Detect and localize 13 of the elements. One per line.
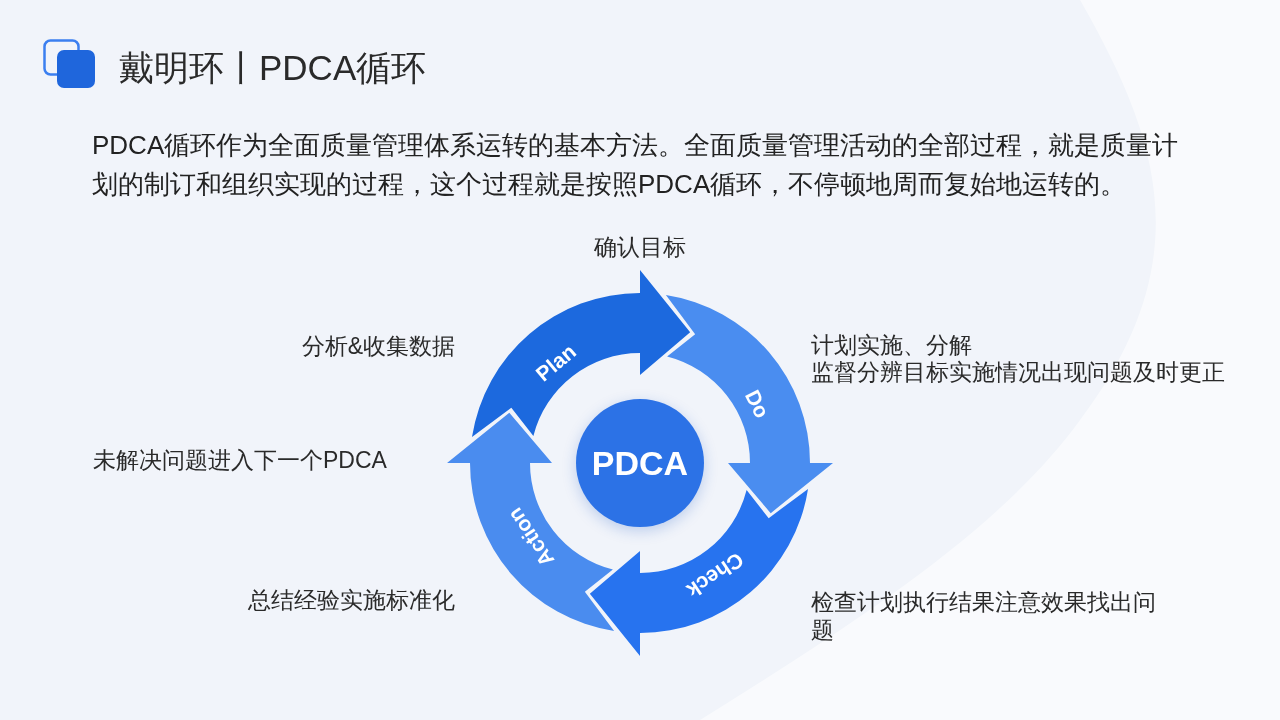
step-note: 分析&收集数据 [301, 333, 455, 360]
step-note: 总结经验实施标准化 [248, 587, 455, 614]
step-note: 检查计划执行结果注意效果找出问题 [811, 588, 1157, 644]
step-note: 监督分辨目标实施情况出现问题及时更正 [811, 359, 1225, 386]
step-note: 计划实施、分解 [811, 332, 972, 359]
step-note: 未解决问题进入下一个PDCA [93, 447, 387, 474]
curved-arrow-segment [471, 270, 691, 438]
intro-paragraph: PDCA循环作为全面质量管理体系运转的基本方法。全面质量管理活动的全部过程，就是质量计划的制订和组织实现的过程，这个过程就是按照PDCA循环，不停顿地周而复始地运转的。 [92, 129, 1180, 201]
step-note: 确认目标 [593, 234, 687, 261]
page-title: 戴明环丨PDCA循环 [119, 47, 427, 89]
curved-arrow-segment [589, 488, 809, 656]
segment-label: Plan [531, 339, 581, 387]
segment-label: Do [739, 385, 774, 422]
